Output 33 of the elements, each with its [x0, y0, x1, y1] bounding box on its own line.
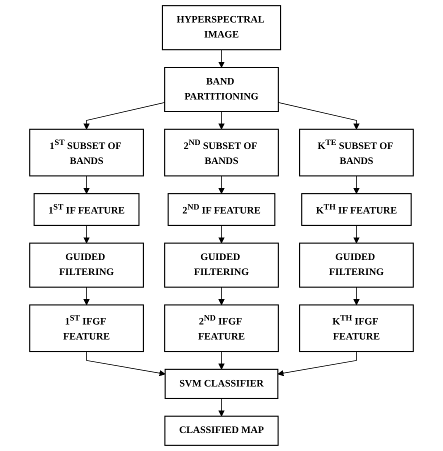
arrow — [83, 286, 90, 306]
node-box: SVM CLASSIFIER — [164, 368, 278, 399]
node-box: 1$^{ST}$ IF FEATURE — [34, 193, 140, 226]
arrow — [83, 102, 166, 130]
arrow — [218, 351, 225, 370]
arrow — [353, 176, 360, 194]
node-box: K$^{TE}$ SUBSET OF BANDS — [299, 128, 414, 176]
arrow — [218, 225, 225, 244]
node-box: GUIDED FILTERING — [299, 242, 414, 288]
node-box: 2$^{ND}$ SUBSET OF BANDS — [164, 128, 279, 176]
node-box: GUIDED FILTERING — [164, 242, 279, 288]
arrow — [278, 351, 357, 376]
node-box: 1$^{ST}$ IFGF FEATURE — [29, 304, 144, 352]
node-box: 1$^{ST}$ SUBSET OF BANDS — [29, 128, 144, 176]
arrow — [86, 351, 166, 376]
node-box: K$^{TH}$ IF FEATURE — [301, 193, 412, 226]
arrow — [218, 286, 225, 306]
arrow — [218, 49, 225, 68]
arrow — [218, 111, 225, 130]
node-box: 2$^{ND}$ IFGF FEATURE — [164, 304, 279, 352]
arrow — [83, 176, 90, 194]
node-box: HYPERSPECTRAL IMAGE — [162, 5, 282, 50]
arrow — [278, 102, 360, 130]
node-box: 2$^{ND}$ IF FEATURE — [168, 193, 276, 226]
arrow — [353, 286, 360, 306]
arrow — [218, 176, 225, 194]
arrow — [83, 225, 90, 244]
node-box: GUIDED FILTERING — [29, 242, 144, 288]
node-box: K$^{TH}$ IFGF FEATURE — [299, 304, 414, 352]
node-box: CLASSIFIED MAP — [164, 416, 279, 446]
node-box: BAND PARTITIONING — [164, 66, 279, 112]
arrow — [353, 225, 360, 244]
arrow — [218, 398, 225, 416]
